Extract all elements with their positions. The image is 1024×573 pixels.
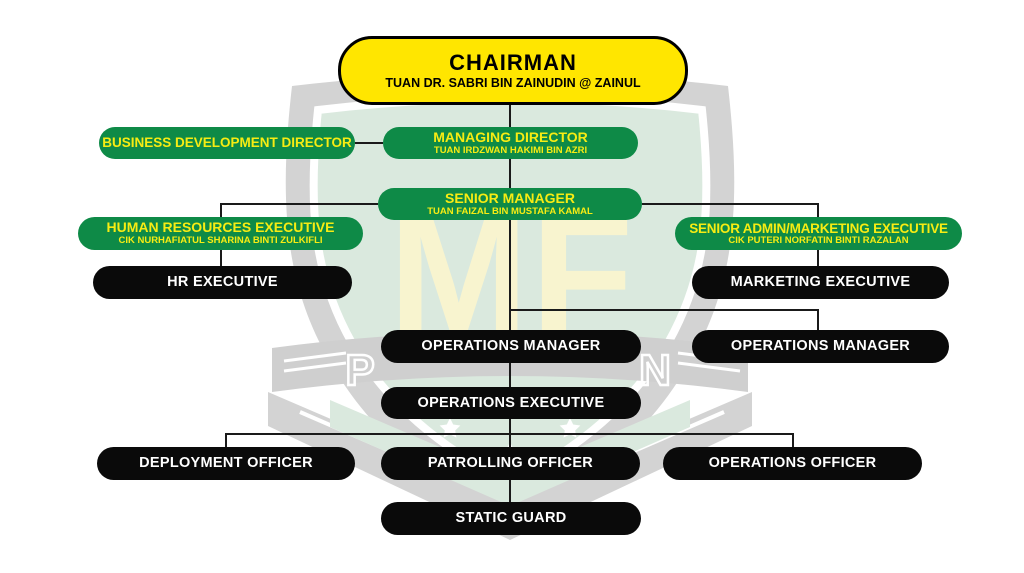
connector-sm-same-horizontal [642,203,818,205]
org-node-business-development-director: BUSINESS DEVELOPMENT DIRECTOR [99,127,355,159]
org-node-static-guard: STATIC GUARD [381,502,641,535]
node-subtitle: CIK PUTERI NORFATIN BINTI RAZALAN [728,234,909,246]
connector-chairman-md [509,99,511,127]
connector-patrolling-staticguard [509,480,511,502]
node-subtitle: TUAN FAIZAL BIN MUSTAFA KAMAL [427,205,593,217]
node-title: DEPLOYMENT OFFICER [139,455,313,472]
node-subtitle: TUAN DR. SABRI BIN ZAINUDIN @ ZAINUL [385,76,641,91]
connector-opsofficer-drop [792,433,794,447]
node-subtitle: CIK NURHAFIATUL SHARINA BINTI ZULKIFLI [118,235,323,247]
ribbon-letter-left: P [345,346,374,395]
org-node-senior-manager: SENIOR MANAGER TUAN FAIZAL BIN MUSTAFA K… [378,188,642,220]
node-title: HR EXECUTIVE [167,274,278,291]
node-title: OPERATIONS MANAGER [730,338,911,355]
org-node-senior-admin-marketing-executive: SENIOR ADMIN/MARKETING EXECUTIVE CIK PUT… [675,217,962,250]
connector-sm-hre-horizontal [220,203,378,205]
connector-omright-drop [817,309,819,330]
org-node-patrolling-officer: PATROLLING OFFICER [381,447,640,480]
node-title: SENIOR ADMIN/MARKETING EXECUTIVE [689,220,948,236]
org-node-operations-manager-left: OPERATIONS MANAGER [381,330,641,363]
org-node-marketing-executive: MARKETING EXECUTIVE [692,266,949,299]
org-node-operations-officer: OPERATIONS OFFICER [663,447,922,480]
node-title: OPERATIONS MANAGER [421,338,601,355]
org-node-human-resources-executive: HUMAN RESOURCES EXECUTIVE CIK NURHAFIATU… [78,217,363,250]
node-title: OPERATIONS EXECUTIVE [417,394,605,411]
node-title: SENIOR MANAGER [445,189,575,206]
node-title: PATROLLING OFFICER [427,455,594,472]
org-node-chairman: CHAIRMAN TUAN DR. SABRI BIN ZAINUDIN @ Z… [338,36,688,105]
connector-sm-omleft [509,220,511,330]
node-title: MANAGING DIRECTOR [433,128,588,145]
org-node-operations-executive: OPERATIONS EXECUTIVE [381,387,641,419]
node-title: MARKETING EXECUTIVE [730,274,911,291]
node-title: CHAIRMAN [449,49,577,75]
node-title: STATIC GUARD [455,510,567,527]
org-node-hr-executive: HR EXECUTIVE [93,266,352,299]
node-title: BUSINESS DEVELOPMENT DIRECTOR [102,135,352,151]
org-node-operations-manager-right: OPERATIONS MANAGER [692,330,949,363]
node-title: HUMAN RESOURCES EXECUTIVE [106,219,335,236]
ribbon-letter-right: N [639,346,671,395]
org-node-managing-director: MANAGING DIRECTOR TUAN IRDZWAN HAKIMI BI… [383,127,638,159]
connector-same-marketingexec [817,250,819,266]
connector-center-omright-horizontal [509,309,818,311]
connector-omleft-opsexec [509,363,511,387]
connector-sm-hre-drop [220,203,222,217]
connector-deployment-drop [225,433,227,447]
connector-hre-hrexec [220,250,222,266]
ribbon-stripe [283,351,741,373]
connector-opsexec-bus [509,419,511,433]
connector-patrolling-drop [509,433,511,447]
node-title: OPERATIONS OFFICER [708,455,877,472]
connector-bdd-md [355,142,383,144]
node-subtitle: TUAN IRDZWAN HAKIMI BIN AZRI [433,144,588,156]
org-node-deployment-officer: DEPLOYMENT OFFICER [97,447,355,480]
connector-sm-same-drop [817,203,819,217]
connector-md-sm [509,159,511,188]
